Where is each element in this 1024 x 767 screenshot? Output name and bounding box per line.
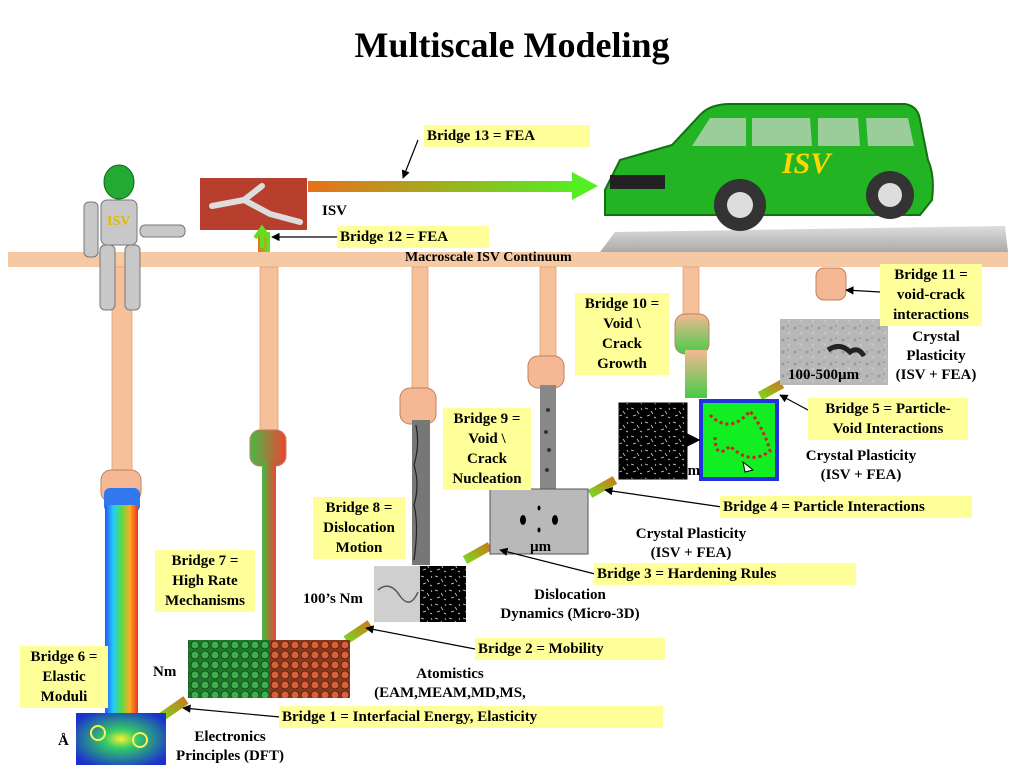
method-crystal-plasticity-1: Crystal Plasticity(ISV + FEA) <box>635 526 747 561</box>
arms <box>111 232 700 483</box>
page-title: Multiscale Modeling <box>354 25 670 65</box>
scale-macro-um: 100-500µm <box>788 367 860 383</box>
bridge13-arrow <box>308 181 578 192</box>
continuum-label: Macroscale ISV Continuum <box>405 250 572 265</box>
scale-um-partial: µm <box>679 463 701 479</box>
micro-particle-box <box>489 488 589 555</box>
robot <box>83 164 186 311</box>
bridge13-label: Bridge 13 = FEA <box>424 125 590 147</box>
method-crystal-plasticity-2: Crystal Plasticity(ISV + FEA) <box>805 448 917 483</box>
dislocation-network <box>420 566 466 622</box>
suv-car <box>604 103 934 231</box>
macro-micrograph <box>780 319 888 385</box>
bridge12-label: Bridge 12 = FEA <box>337 226 489 248</box>
connector-lines <box>182 139 881 718</box>
bridge4-label: Bridge 4 = Particle Interactions <box>720 496 972 518</box>
ground-platform <box>600 226 1008 252</box>
elastic-stack <box>105 505 138 717</box>
scale-um: µm <box>530 539 552 555</box>
scale-angstrom: Å <box>58 733 69 749</box>
dislocation-strip <box>412 420 430 565</box>
bridge2-label: Bridge 2 = Mobility <box>475 638 665 660</box>
dislocation-micrograph <box>374 566 420 622</box>
atom-lattice-red <box>270 640 350 698</box>
void-strip <box>540 385 556 490</box>
scale-nm: Nm <box>153 664 177 680</box>
dft-image <box>76 713 166 765</box>
void-growth-strip <box>685 350 707 398</box>
bridge5-label: Bridge 5 = Particle-Void Interactions <box>808 398 968 440</box>
atom-lattice-green <box>188 640 270 698</box>
bridge3-label: Bridge 3 = Hardening Rules <box>594 563 856 585</box>
continuum-bar <box>8 252 1008 267</box>
method-atomistics: Atomistics(EAM,MEAM,MD,MS, <box>374 666 526 701</box>
bridge1-label: Bridge 1 = Interfacial Energy, Elasticit… <box>279 706 663 728</box>
car-logo-text: ISV <box>782 147 831 180</box>
robot-chest-text: ISV <box>107 214 131 229</box>
isv-part-label: ISV <box>322 203 348 219</box>
particle-image <box>618 402 688 480</box>
scale-100s-nm: 100’s Nm <box>303 591 363 607</box>
high-rate-strip <box>262 462 276 640</box>
scale-arrows <box>157 380 785 722</box>
